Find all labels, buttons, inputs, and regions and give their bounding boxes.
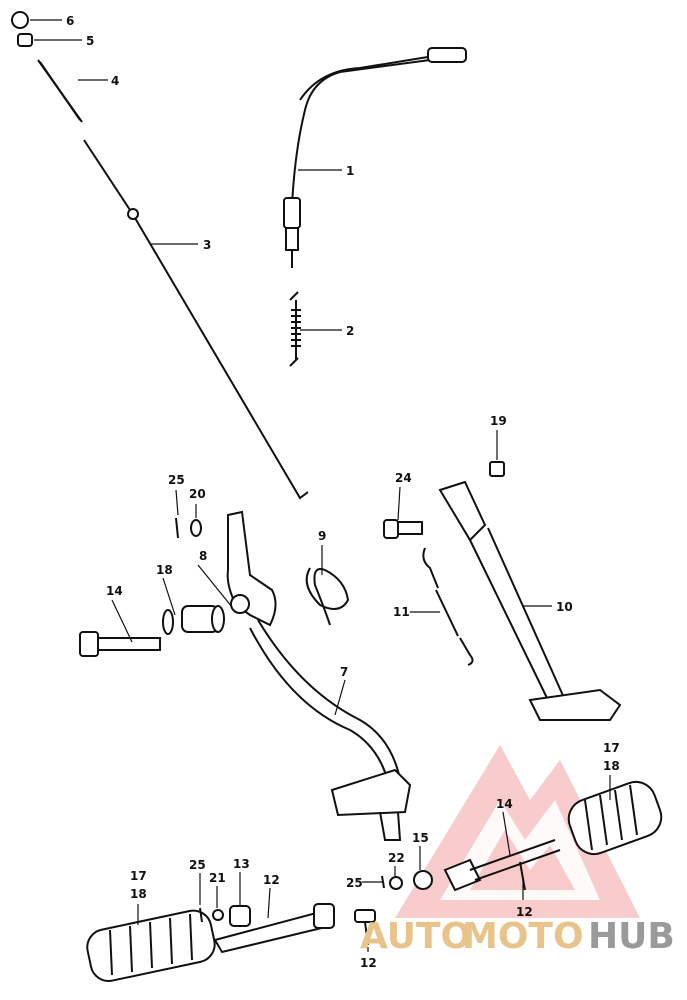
watermark-text: AUTO MOTO HUB — [360, 916, 675, 957]
callout-12a: 12 — [516, 905, 533, 919]
callout-24a: 21 — [209, 871, 226, 885]
callout-16: 15 — [412, 831, 429, 845]
callout-10: 10 — [556, 600, 573, 614]
callout-13: 12 — [263, 873, 280, 887]
callout-25c: 25 — [189, 858, 206, 872]
callout-22: 19 — [490, 414, 507, 428]
right-footrest-bar — [413, 839, 561, 892]
callout-25b: 25 — [346, 876, 363, 890]
callout-3: 3 — [203, 238, 211, 252]
callout-12b: 12 — [360, 956, 377, 970]
watermark-moto: MOTO — [462, 916, 584, 957]
callout-14: 13 — [233, 857, 250, 871]
callout-5: 5 — [86, 34, 94, 48]
callout-8: 8 — [199, 549, 207, 563]
brake-pedal — [226, 510, 412, 841]
right-footrest-rubber — [567, 780, 663, 856]
callout-24b: 22 — [388, 851, 405, 865]
watermark-hub: HUB — [588, 916, 675, 957]
pivot-bolt-assembly — [79, 605, 225, 657]
cable-spring — [289, 291, 301, 367]
clip-spring — [305, 567, 350, 626]
stand-spring — [422, 547, 474, 666]
callout-21: 18 — [156, 563, 173, 577]
callout-17a: 17 — [603, 741, 620, 755]
callout-4: 4 — [111, 74, 119, 88]
callout-19: 24 — [395, 471, 412, 485]
stand-pivot-bolt — [383, 519, 423, 539]
callout-2: 2 — [346, 324, 354, 338]
callout-1: 1 — [346, 164, 354, 178]
callout-6: 6 — [66, 14, 74, 28]
leader-lines — [30, 19, 611, 952]
watermark-auto: AUTO — [360, 916, 471, 957]
callout-23: 20 — [189, 487, 206, 501]
callout-18a: 18 — [603, 759, 620, 773]
rod-spring-nuts — [11, 11, 83, 123]
stand-nut — [489, 461, 505, 477]
brake-rod — [83, 139, 309, 500]
callout-18b: 18 — [130, 887, 147, 901]
callout-25a: 25 — [168, 473, 185, 487]
callout-7: 7 — [340, 665, 348, 679]
callout-9: 9 — [318, 529, 326, 543]
callout-11: 11 — [393, 605, 410, 619]
side-stand — [438, 480, 622, 721]
callout-17b: 17 — [130, 869, 147, 883]
cotter-and-washer — [175, 517, 202, 539]
callout-labels: 6 5 4 3 1 2 25 20 14 18 8 9 24 19 11 10 … — [66, 14, 620, 970]
callout-15: 14 — [496, 797, 513, 811]
brake-cable — [283, 47, 467, 268]
left-footrest-assembly — [86, 875, 403, 982]
callout-20: 14 — [106, 584, 123, 598]
